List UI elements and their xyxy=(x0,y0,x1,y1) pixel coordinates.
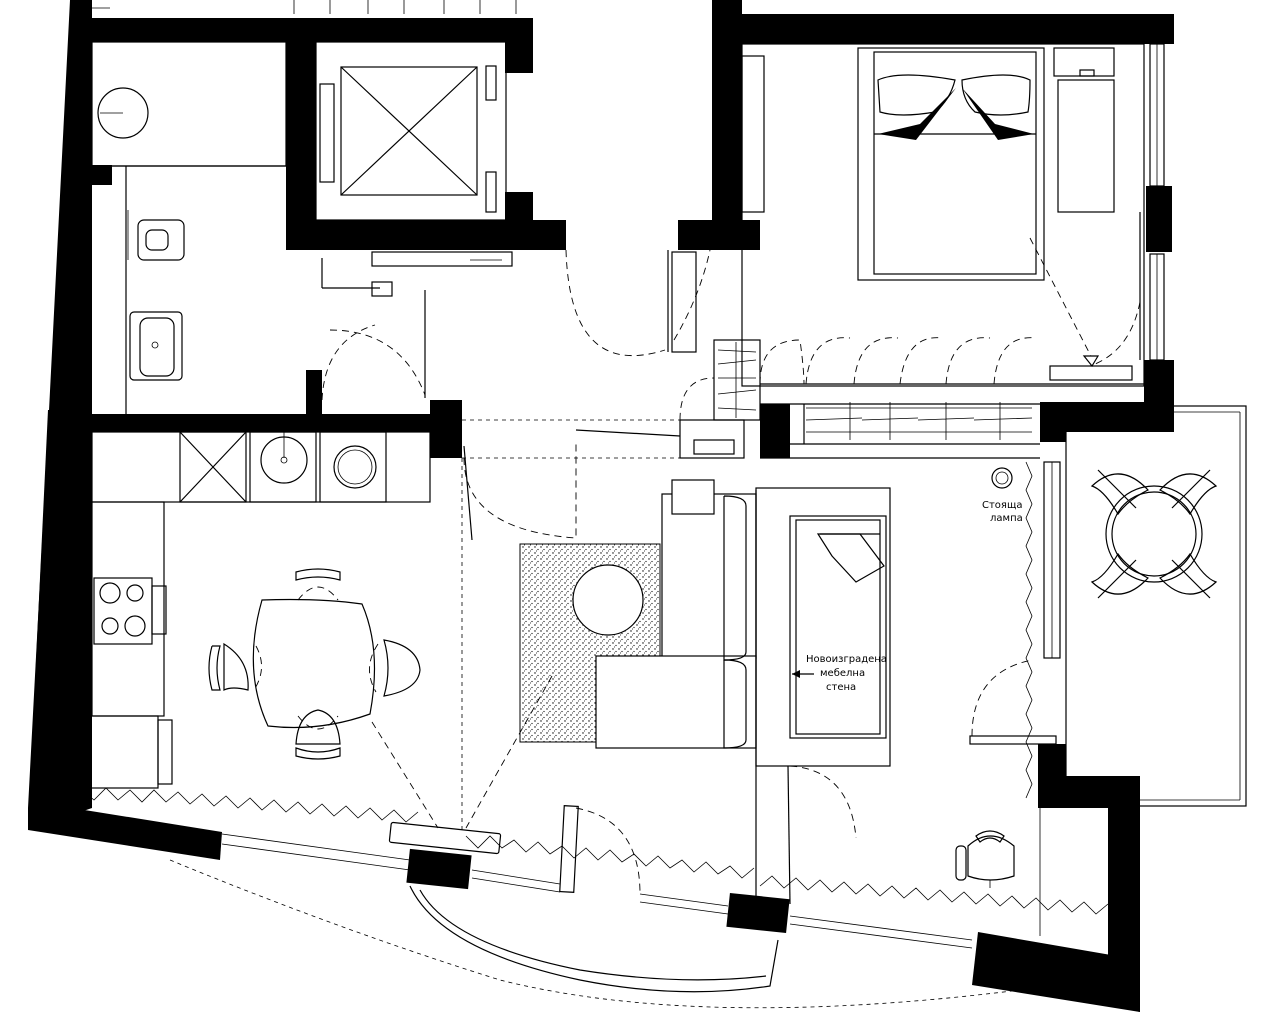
oven-icon xyxy=(87,715,159,789)
standing-lamp-label-2: лампа xyxy=(990,513,1023,524)
top-stair-lines xyxy=(92,0,517,14)
washing-machine-icon xyxy=(333,445,377,489)
furniture-wall-label-2: мебелна xyxy=(820,668,865,679)
bathroom-sink-icon xyxy=(129,311,183,381)
elevator-cabin-icon xyxy=(340,66,478,196)
pillow-left-icon xyxy=(877,74,956,116)
furniture-wall xyxy=(755,487,891,767)
desk-chair-icon xyxy=(955,830,1015,888)
living-room xyxy=(169,429,1021,1009)
bedroom xyxy=(673,43,1165,445)
cooktop-icon xyxy=(93,577,153,645)
balcony-table-set-icon xyxy=(1090,469,1218,599)
kitchen-dining xyxy=(81,431,439,829)
bathroom-door-swing xyxy=(329,329,426,396)
standing-lamp-label: Стояща xyxy=(982,500,1023,511)
hallway xyxy=(462,249,745,459)
furniture-wall-label: Новоизградена xyxy=(806,654,887,665)
fridge-icon xyxy=(179,431,247,503)
pillow-right-icon xyxy=(961,74,1031,116)
living-curtain xyxy=(465,835,755,879)
study-room: Стояща лампа Новоизградена мебелна стена xyxy=(755,457,1109,949)
furniture-wall-label-3: стена xyxy=(826,682,856,693)
entry-door-swing xyxy=(565,249,666,357)
wardrobe-hangers xyxy=(805,402,1033,440)
sofa-icon xyxy=(661,493,757,659)
bathroom xyxy=(91,41,426,414)
double-bed-icon xyxy=(857,47,1045,281)
coffee-table-icon xyxy=(572,564,644,636)
toilet-icon xyxy=(137,219,185,261)
dining-table-icon xyxy=(252,598,376,729)
elevator xyxy=(315,41,513,267)
standing-lamp-icon xyxy=(991,467,1013,489)
shower-drain-icon xyxy=(97,87,149,139)
kitchen-curtain xyxy=(81,787,419,823)
balcony xyxy=(1065,405,1247,807)
walls xyxy=(28,0,1174,1012)
single-bed-icon xyxy=(789,515,887,739)
